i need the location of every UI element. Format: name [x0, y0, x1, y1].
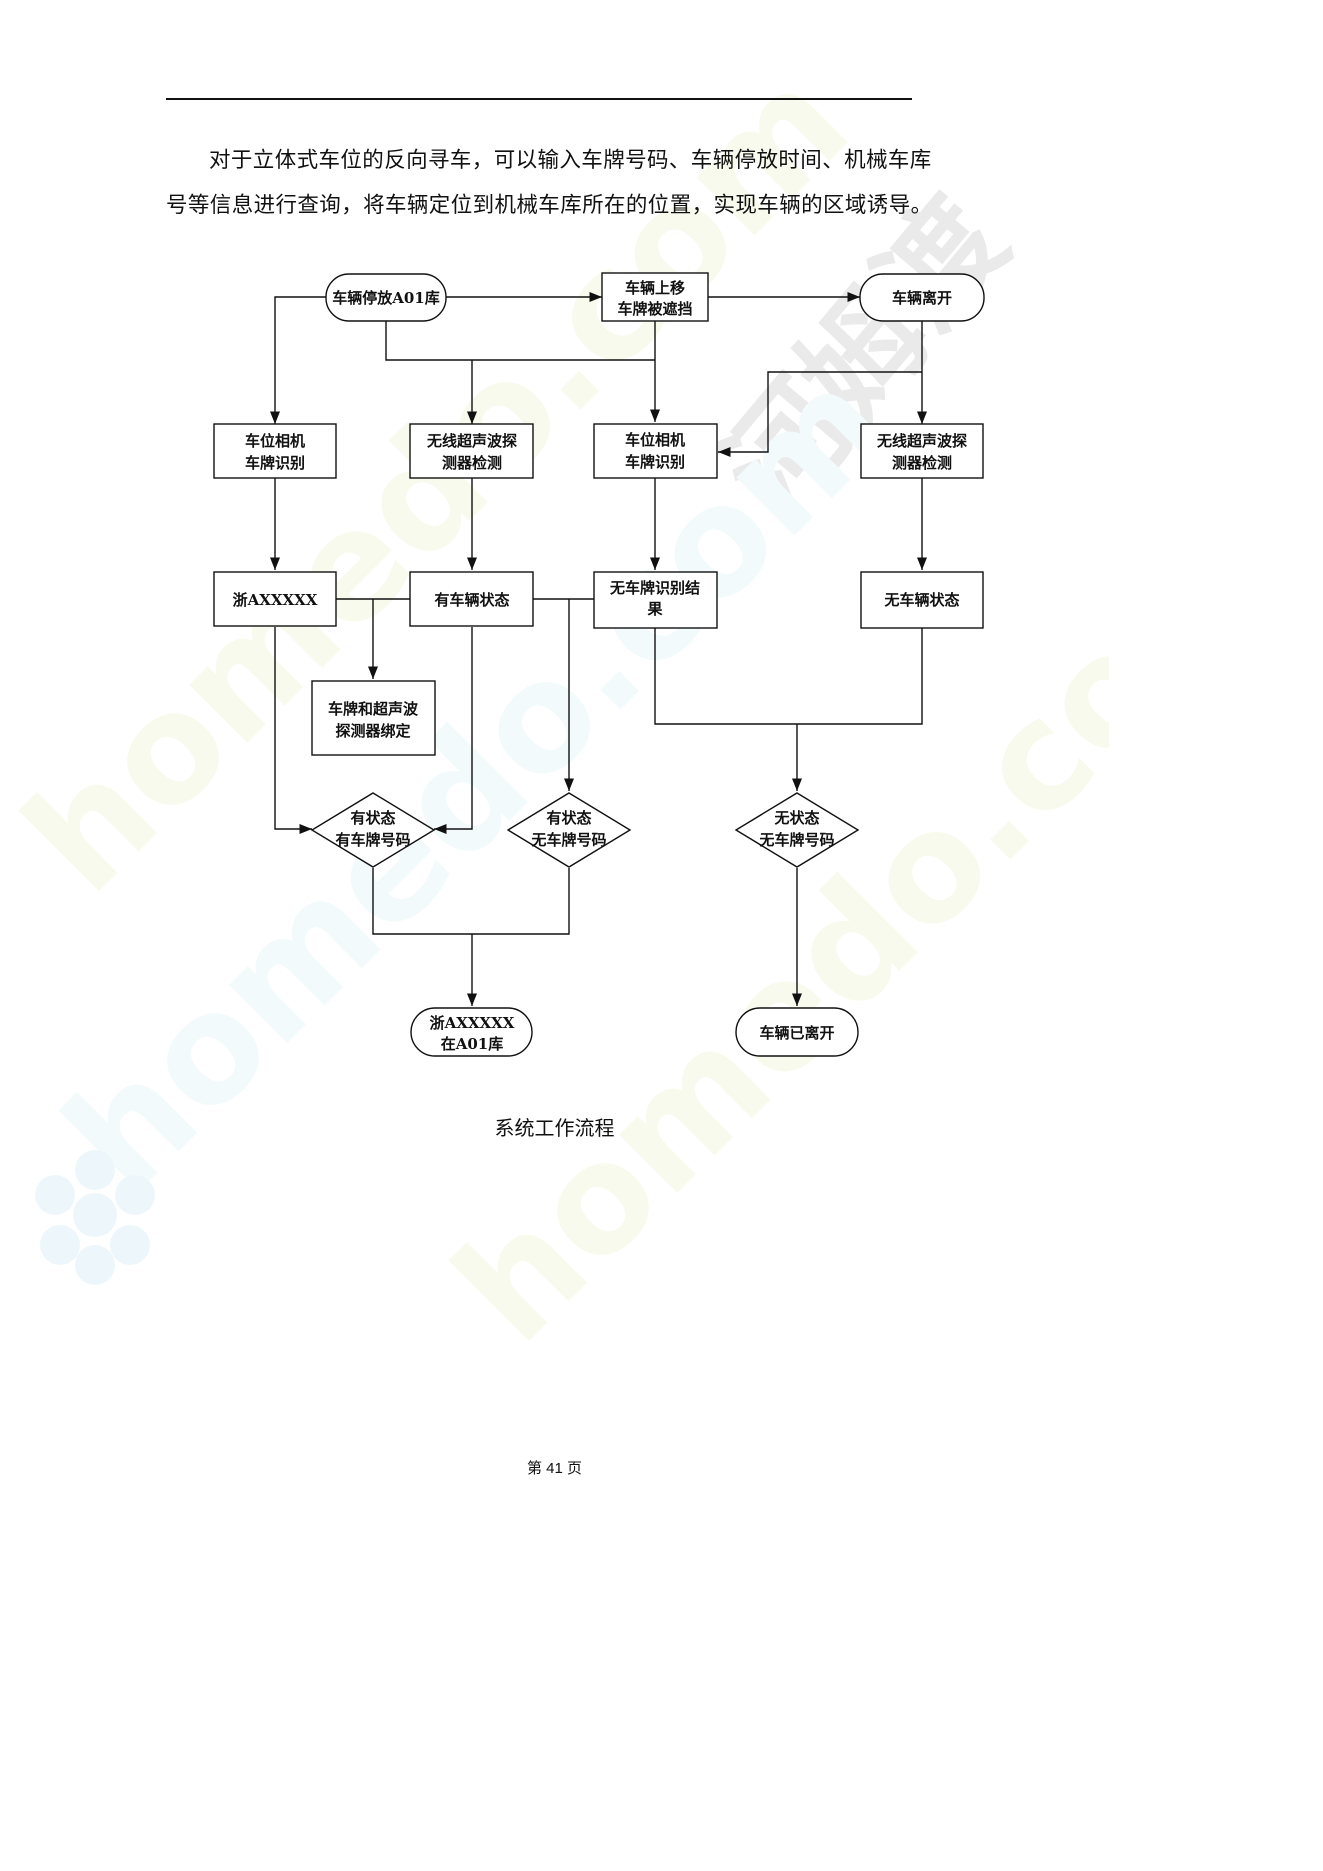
body-paragraph: 对于立体式车位的反向寻车，可以输入车牌号码、车辆停放时间、机械车库号等信息进行查… — [166, 138, 946, 228]
ultrasonic-2-label-2: 测器检测 — [892, 454, 952, 472]
diamond-3-label-2: 无车牌号码 — [758, 831, 834, 849]
header-rule — [166, 98, 912, 100]
has-vehicle-label: 有车辆状态 — [434, 591, 509, 609]
figure-caption: 系统工作流程 — [494, 1116, 615, 1140]
plate-result-label: 浙AXXXXX — [233, 591, 318, 609]
end-located-label-1: 浙AXXXXX — [430, 1014, 515, 1032]
has-vehicle-node: 有车辆状态 — [409, 571, 534, 627]
ultrasonic-1-node: 无线超声波探 测器检测 — [409, 423, 534, 479]
ultrasonic-1-label-2: 测器检测 — [442, 454, 502, 472]
camera-2-label-1: 车位相机 — [625, 431, 685, 449]
no-plate-result-label-1: 无车牌识别结 — [609, 579, 700, 597]
moved-up-label-2: 车牌被遮挡 — [617, 300, 692, 318]
diamond-has-state-has-plate: 有状态 有车牌号码 — [310, 792, 436, 868]
camera-1-label-1: 车位相机 — [245, 432, 305, 450]
plate-result-node: 浙AXXXXX — [213, 571, 337, 627]
diamond-1-label-2: 有车牌号码 — [335, 831, 410, 849]
bind-node: 车牌和超声波 探测器绑定 — [311, 680, 436, 756]
no-plate-result-node: 无车牌识别结 果 — [593, 571, 718, 629]
diamond-no-state-no-plate: 无状态 无车牌号码 — [734, 792, 860, 868]
moved-up-label-1: 车辆上移 — [625, 279, 685, 297]
camera-2-label-2: 车牌识别 — [625, 453, 685, 471]
vehicle-left-node: 车辆离开 — [859, 273, 985, 322]
diamond-1-label-1: 有状态 — [350, 809, 395, 827]
start-parked-label: 车辆停放A01库 — [332, 289, 440, 307]
vehicle-left-label: 车辆离开 — [892, 289, 952, 307]
diamond-has-state-no-plate: 有状态 无车牌号码 — [506, 792, 632, 868]
end-left-node: 车辆已离开 — [735, 1007, 859, 1057]
page-number: 第 41 页 — [526, 1460, 583, 1477]
diamond-2-label-2: 无车牌号码 — [530, 831, 606, 849]
moved-up-node: 车辆上移 车牌被遮挡 — [601, 272, 709, 322]
camera-2-node: 车位相机 车牌识别 — [593, 423, 718, 479]
paragraph-text: 对于立体式车位的反向寻车，可以输入车牌号码、车辆停放时间、机械车库号等信息进行查… — [166, 148, 933, 218]
diamond-2-label-1: 有状态 — [546, 809, 591, 827]
ultrasonic-2-label-1: 无线超声波探 — [876, 432, 967, 450]
end-located-node: 浙AXXXXX 在A01库 — [410, 1007, 533, 1057]
connector-lines — [269, 291, 928, 1006]
no-vehicle-label: 无车辆状态 — [883, 591, 959, 609]
diamond-3-label-1: 无状态 — [773, 809, 819, 827]
end-located-label-2: 在A01库 — [441, 1035, 504, 1053]
ultrasonic-2-node: 无线超声波探 测器检测 — [860, 423, 984, 479]
camera-1-node: 车位相机 车牌识别 — [213, 423, 337, 479]
start-parked-node: 车辆停放A01库 — [325, 273, 447, 322]
bind-label-2: 探测器绑定 — [335, 722, 410, 740]
bind-label-1: 车牌和超声波 — [328, 700, 419, 718]
ultrasonic-1-label-1: 无线超声波探 — [426, 432, 517, 450]
no-vehicle-node: 无车辆状态 — [860, 571, 984, 629]
no-plate-result-label-2: 果 — [646, 600, 663, 618]
camera-1-label-2: 车牌识别 — [245, 454, 305, 472]
end-left-label: 车辆已离开 — [759, 1024, 834, 1042]
system-flowchart: 车辆停放A01库 车辆上移 车牌被遮挡 车辆离开 车位相机 车牌识别 无线超声波… — [213, 272, 985, 1057]
